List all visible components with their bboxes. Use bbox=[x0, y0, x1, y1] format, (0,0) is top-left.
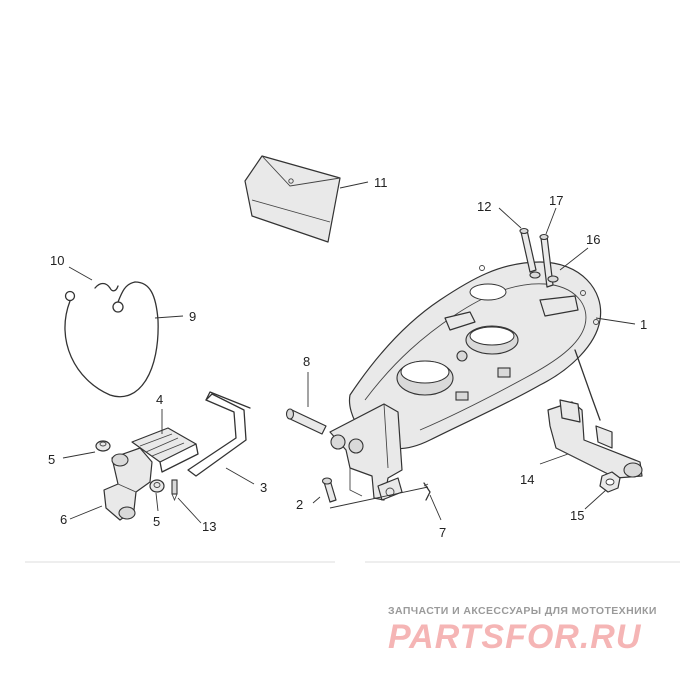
part-9-10-ground-cable bbox=[64, 281, 159, 398]
part-2-bolt bbox=[321, 477, 337, 503]
watermark-tagline: ЗАПЧАСТИ И АКСЕССУАРЫ ДЛЯ МОТОТЕХНИКИ bbox=[388, 605, 657, 617]
callout-13: 13 bbox=[202, 519, 216, 534]
watermark-logo: PARTSFOR.RU bbox=[388, 618, 642, 656]
part-12-bolt bbox=[519, 227, 537, 273]
callout-10: 10 bbox=[50, 253, 64, 268]
callout-2: 2 bbox=[296, 497, 303, 512]
callout-17: 17 bbox=[549, 193, 563, 208]
part-13-screw bbox=[171, 479, 178, 502]
callout-4: 4 bbox=[156, 392, 163, 407]
callout-6: 6 bbox=[60, 512, 67, 527]
callout-12: 12 bbox=[477, 199, 491, 214]
part-3-wire-bracket bbox=[187, 391, 251, 477]
part-16-washers bbox=[529, 271, 559, 283]
callout-7: 7 bbox=[439, 525, 446, 540]
callout-15: 15 bbox=[570, 508, 584, 523]
callout-1: 1 bbox=[640, 317, 647, 332]
part-5-bushing-upper bbox=[95, 440, 111, 452]
part-7-cotter-pin bbox=[423, 482, 431, 501]
callout-14: 14 bbox=[520, 472, 534, 487]
part-14-rear-bracket bbox=[547, 399, 643, 479]
callout-16: 16 bbox=[586, 232, 600, 247]
callout-3: 3 bbox=[260, 480, 267, 495]
callout-5-upper: 5 bbox=[48, 452, 55, 467]
part-6-hinge-bracket bbox=[103, 447, 153, 521]
part-4-clamp-plate bbox=[131, 427, 199, 473]
callout-labels: 1 2 3 4 5 5 6 7 8 9 10 11 12 13 14 15 16… bbox=[48, 175, 647, 540]
callout-8: 8 bbox=[303, 354, 310, 369]
part-17-bolt bbox=[539, 233, 554, 288]
part-1-main-frame bbox=[329, 261, 602, 501]
callout-9: 9 bbox=[189, 309, 196, 324]
part-5-bushing-lower bbox=[149, 479, 165, 493]
leader-lines bbox=[62, 181, 636, 524]
part-15-nut bbox=[599, 471, 621, 493]
callout-5-lower: 5 bbox=[153, 514, 160, 529]
part-11-document-pouch bbox=[244, 155, 341, 243]
part-8-pin bbox=[285, 408, 327, 435]
callout-11: 11 bbox=[374, 175, 388, 190]
